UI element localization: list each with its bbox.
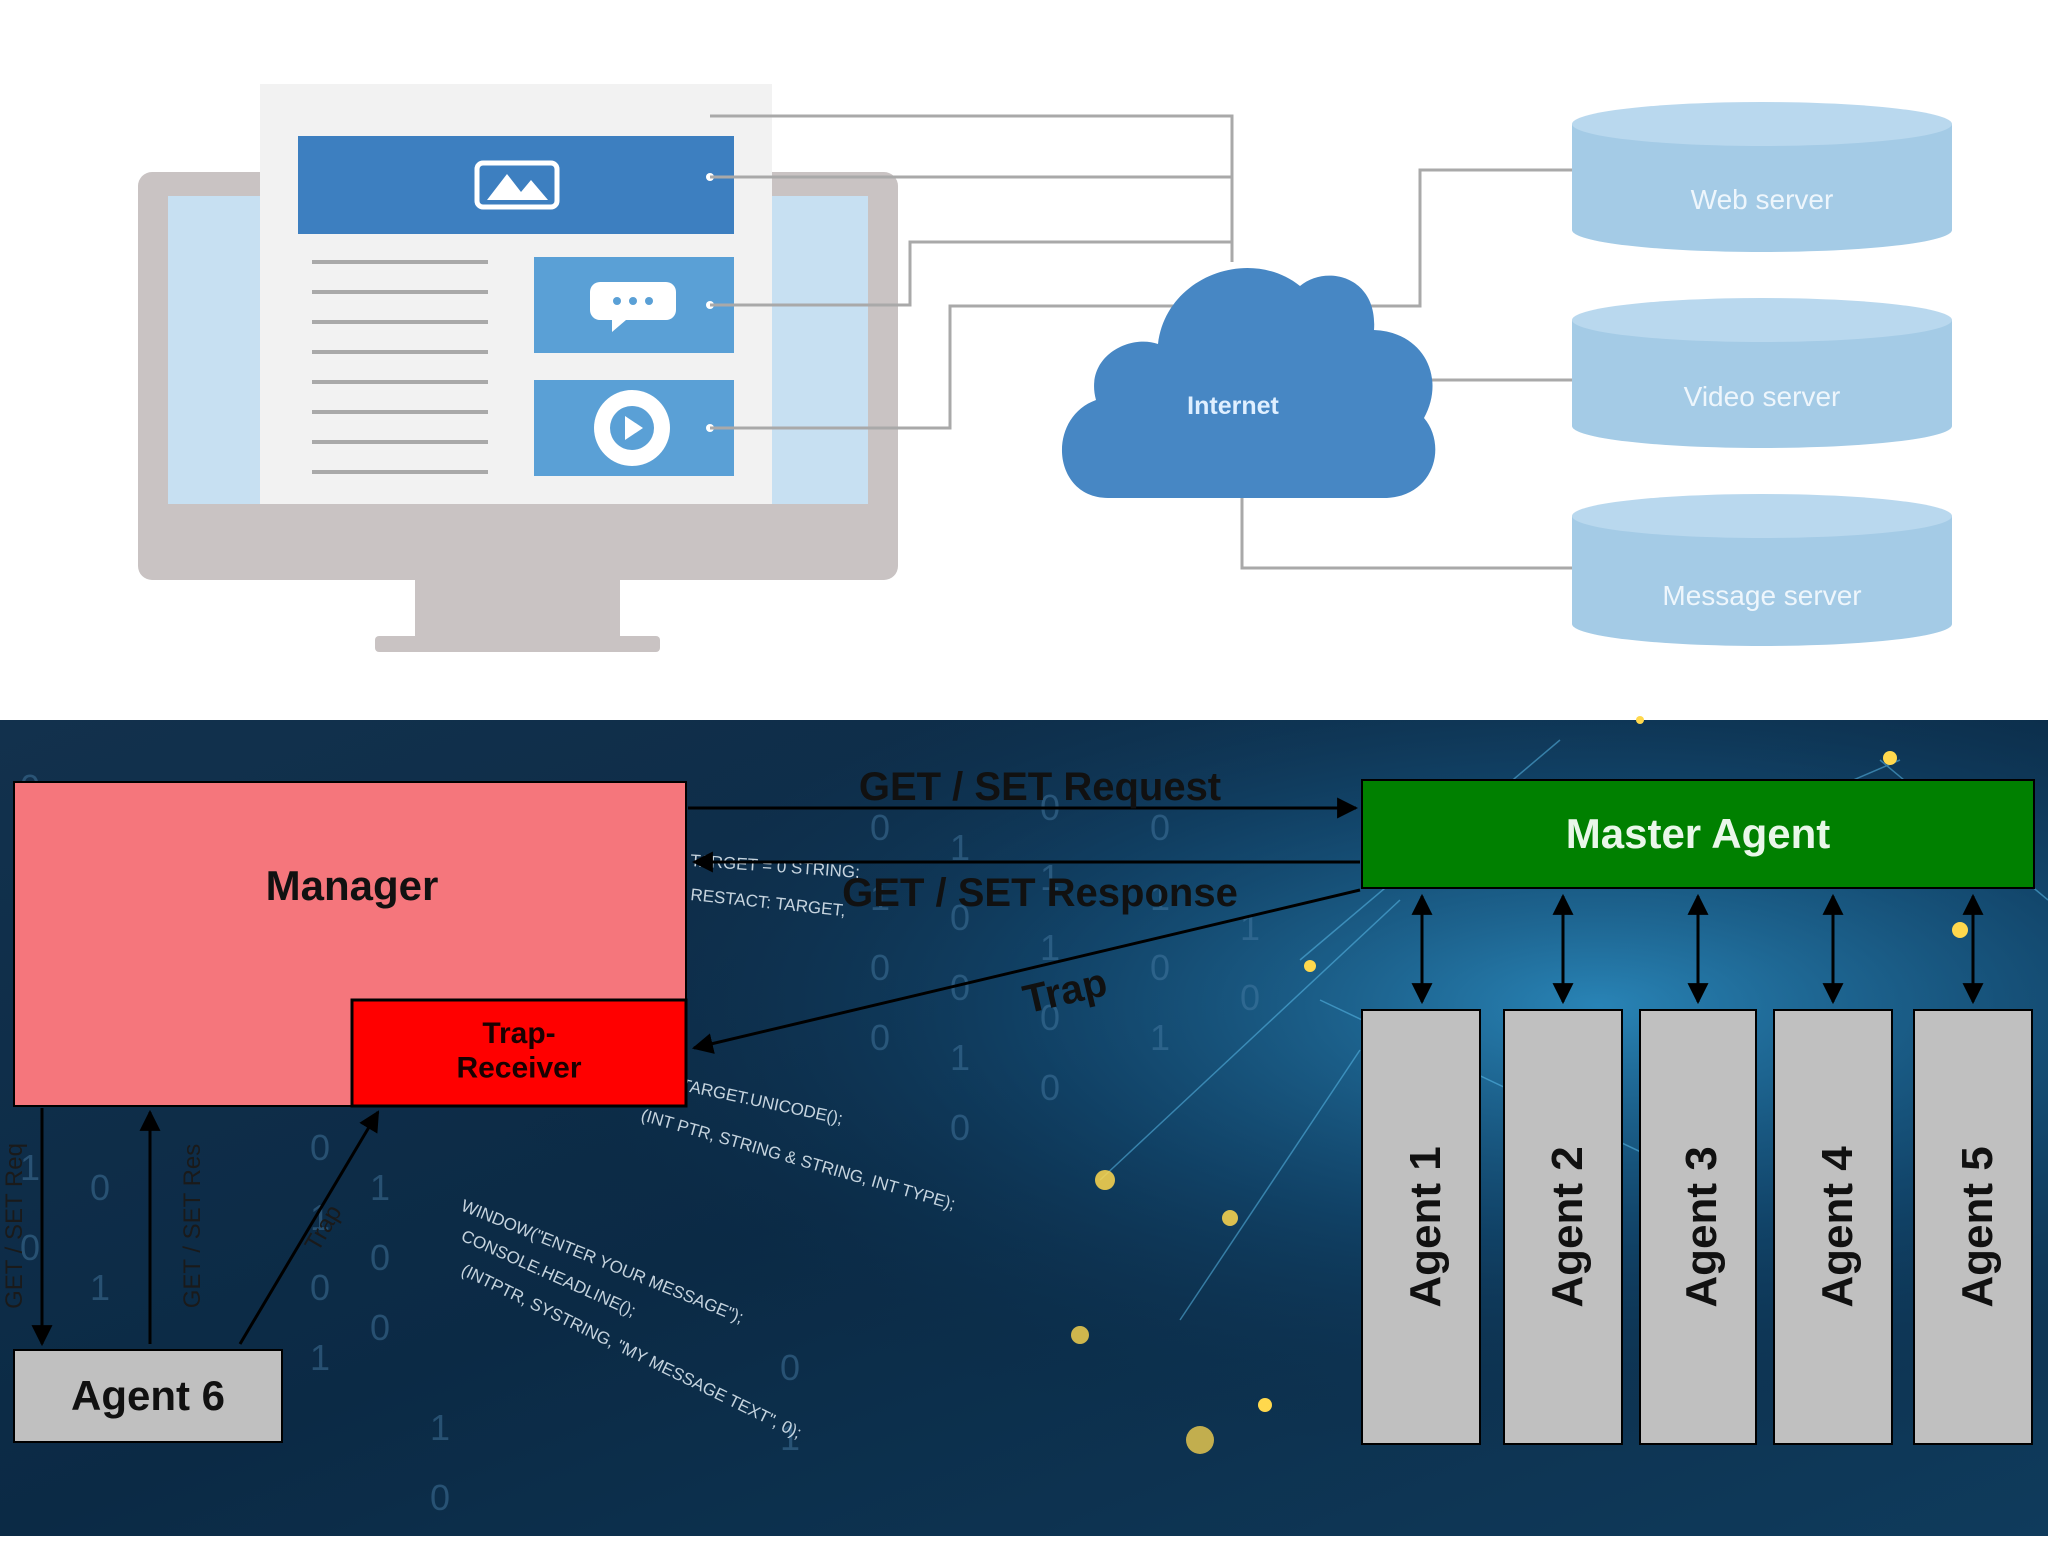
cloud-label: Internet	[1187, 392, 1279, 420]
svg-text:1: 1	[370, 1167, 390, 1208]
svg-text:0: 0	[1150, 947, 1170, 988]
svg-text:1: 1	[780, 1417, 800, 1458]
svg-text:1: 1	[90, 1267, 110, 1308]
agent6-request-label: GET / SET Req	[1, 1143, 28, 1309]
svg-text:0: 0	[1040, 997, 1060, 1038]
svg-text:0: 0	[780, 1347, 800, 1388]
trap-arrow	[691, 888, 1361, 1054]
svg-text:0: 0	[950, 897, 970, 938]
chat-bubble-icon	[590, 282, 676, 332]
manager-label: Manager	[266, 862, 439, 909]
master-agent-box	[1361, 779, 2035, 889]
svg-text:0: 0	[870, 807, 890, 848]
server-video: Video server	[1572, 298, 1952, 448]
svg-text:0: 0	[310, 1267, 330, 1308]
agent6-trap-arrow	[238, 1110, 380, 1345]
svg-text:1: 1	[1150, 877, 1170, 918]
svg-text:0: 0	[430, 1477, 450, 1518]
connector-message-server	[1240, 490, 1578, 570]
text-lines	[312, 260, 488, 474]
svg-text:1: 1	[950, 1037, 970, 1078]
request-label: GET / SET Request	[859, 765, 1221, 809]
agent-4-label: Agent 4	[1813, 1146, 1862, 1308]
svg-text:0: 0	[950, 967, 970, 1008]
agent-1-box	[1361, 1009, 1481, 1445]
svg-text:0: 0	[1040, 1067, 1060, 1108]
webpage-panel	[260, 84, 772, 504]
svg-text:0: 0	[870, 947, 890, 988]
agents-row: Agent 1 Agent 2 Agent 3 Agent 4 Agent 5	[1361, 1009, 2033, 1445]
server-label-web: Web server	[1691, 184, 1834, 215]
connector-web-server	[1350, 168, 1578, 308]
master-agent-links	[1411, 893, 1984, 1005]
svg-text:0: 0	[950, 1107, 970, 1148]
agent-5-box	[1913, 1009, 2033, 1445]
image-icon	[474, 160, 560, 210]
agent6-arrows	[31, 1108, 380, 1347]
svg-text:1: 1	[310, 1337, 330, 1378]
svg-text:1: 1	[20, 1147, 40, 1188]
svg-text:0: 0	[370, 1237, 390, 1278]
manager-master-arrows	[688, 797, 1361, 1054]
internet-cloud: Internet	[1061, 268, 1436, 499]
svg-text:0: 0	[20, 1227, 40, 1268]
agent-3-label: Agent 3	[1677, 1146, 1726, 1307]
web-architecture-diagram: Internet Web server Video server Message…	[0, 0, 2048, 720]
monitor-stand	[415, 578, 620, 640]
master-agent-label: Master Agent	[1566, 810, 1831, 857]
connector-lines	[710, 114, 1578, 570]
svg-text:1: 1	[310, 1197, 330, 1238]
agent-6-box	[13, 1349, 283, 1443]
svg-text:0: 0	[870, 1017, 890, 1058]
svg-text:1: 1	[430, 1407, 450, 1448]
server-web: Web server	[1572, 102, 1952, 252]
server-label-message: Message server	[1662, 580, 1861, 611]
agent-4-box	[1773, 1009, 1893, 1445]
svg-text:0: 0	[90, 1167, 110, 1208]
svg-text:1: 1	[1040, 857, 1060, 898]
play-icon	[594, 390, 670, 466]
server-message: Message server	[1572, 494, 1952, 646]
agent-2-label: Agent 2	[1543, 1146, 1592, 1307]
agent-3-box	[1639, 1009, 1757, 1445]
connector-chat	[710, 240, 1232, 307]
agent-5-label: Agent 5	[1953, 1146, 2002, 1307]
agent6-response-label: GET / SET Res	[179, 1144, 206, 1309]
trap-receiver-box	[350, 998, 688, 1108]
agent-6-label: Agent 6	[71, 1372, 225, 1419]
svg-text:1: 1	[950, 827, 970, 868]
trap-receiver-label-line1: Trap-Receiver	[456, 1017, 581, 1085]
svg-text:1: 1	[870, 877, 890, 918]
agent-2-box	[1503, 1009, 1623, 1445]
monitor-base	[375, 636, 660, 652]
svg-text:1: 1	[1150, 1017, 1170, 1058]
svg-text:0: 0	[1240, 977, 1260, 1018]
connector-video	[710, 304, 1180, 430]
agent-1-label: Agent 1	[1401, 1146, 1450, 1307]
svg-text:0: 0	[1150, 807, 1170, 848]
svg-text:1: 1	[1040, 927, 1060, 968]
svg-text:0: 0	[370, 1307, 390, 1348]
svg-text:0: 0	[310, 1127, 330, 1168]
connector-page	[710, 114, 1234, 262]
server-label-video: Video server	[1684, 381, 1841, 412]
hero-banner	[298, 136, 734, 234]
response-label: GET / SET Response	[842, 871, 1238, 915]
